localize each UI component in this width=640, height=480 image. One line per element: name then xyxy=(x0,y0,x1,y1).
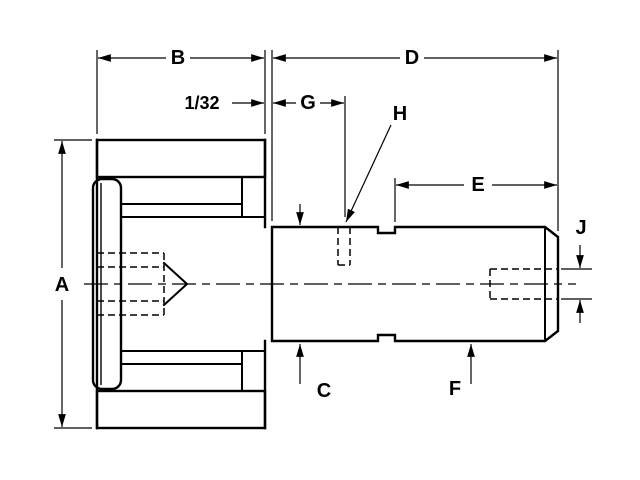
dimension-b: B xyxy=(96,47,266,134)
end-washer-bottom-hatch xyxy=(241,350,266,392)
callout-f: F xyxy=(449,344,475,400)
label-offset: 1/32 xyxy=(184,93,219,113)
label-c: C xyxy=(317,380,331,402)
dimension-d: D xyxy=(271,47,559,231)
grease-hole-hidden-lines xyxy=(337,227,351,266)
inner-race-lines xyxy=(120,203,243,365)
dimension-j: J xyxy=(561,217,592,323)
end-plate-outline xyxy=(91,177,123,391)
dimension-j-extension-lines xyxy=(561,268,592,300)
label-j: J xyxy=(575,217,586,239)
bearing-internals xyxy=(120,176,266,392)
dimension-d-extension-lines xyxy=(271,50,559,231)
dimension-e: E xyxy=(394,174,557,222)
dimension-b-extension-lines xyxy=(96,50,266,134)
hidden-lines xyxy=(97,227,557,316)
end-plate xyxy=(91,177,123,391)
stud xyxy=(270,225,560,343)
label-f: F xyxy=(449,378,461,400)
left-hex-socket-hidden-lines xyxy=(97,252,165,316)
dimension-a-extension-lines xyxy=(54,139,92,429)
callout-c: C xyxy=(296,204,331,402)
dimension-offset: 1/32 xyxy=(184,93,264,113)
end-washer-top-hatch xyxy=(241,176,266,218)
dimension-g: G xyxy=(273,92,346,217)
stud-outline xyxy=(270,225,560,343)
label-g: G xyxy=(300,92,316,114)
label-a: A xyxy=(55,274,69,296)
callout-h: H xyxy=(345,103,407,223)
dimension-a: A xyxy=(54,139,92,429)
label-d: D xyxy=(405,47,419,69)
callout-h-leader-arrow xyxy=(345,124,392,223)
label-h: H xyxy=(393,103,407,125)
hex-socket-point-chevron xyxy=(162,261,189,307)
right-hex-socket-hidden-lines xyxy=(489,268,557,300)
label-e: E xyxy=(471,174,484,196)
label-b: B xyxy=(171,47,185,69)
